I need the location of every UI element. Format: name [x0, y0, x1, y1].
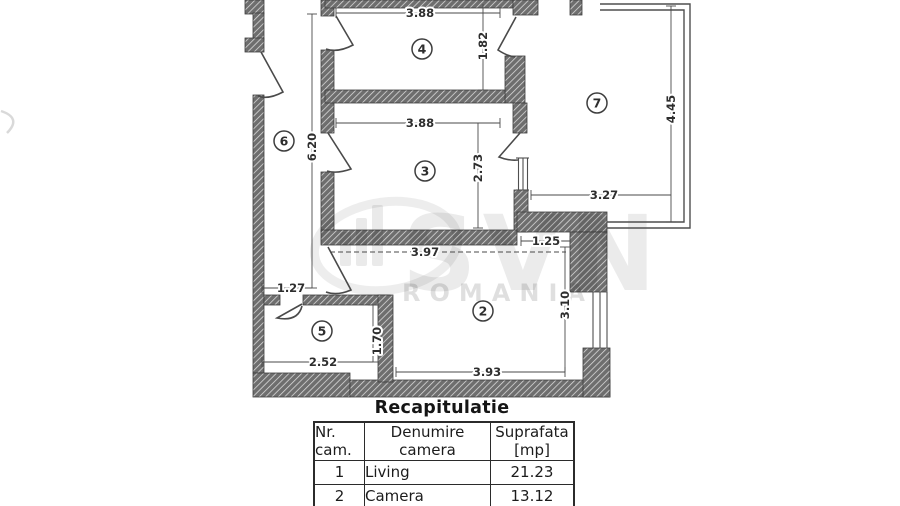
svg-text:5: 5 — [318, 324, 327, 339]
scan-artifact-mark — [0, 109, 15, 134]
doors-layer — [257, 15, 521, 320]
svg-text:2: 2 — [479, 304, 488, 319]
dim-hall-width: 1.27 — [277, 281, 305, 295]
row2-area: 13.12 — [490, 483, 575, 506]
recap-section: Recapitulatie Nr. cam. Denumire camera S… — [313, 398, 575, 506]
dim-room2-width: 3.93 — [473, 365, 501, 379]
room-label-7: 7 — [586, 92, 608, 114]
row2-name: Camera — [364, 483, 491, 506]
watermark-brand-text: SVN — [402, 193, 662, 315]
room-label-6: 6 — [273, 130, 295, 152]
svn-logo-icon — [309, 196, 463, 296]
table-row: 1 Living 21.23 — [313, 459, 575, 485]
dimline-wall-offset — [520, 236, 571, 246]
dim-balcony-height: 4.45 — [664, 95, 678, 123]
svg-text:4: 4 — [418, 42, 427, 57]
row1-name: Living — [364, 459, 491, 485]
svg-text:6: 6 — [280, 134, 289, 149]
window-room3 — [516, 157, 529, 191]
dim-room4-height: 1.82 — [476, 32, 490, 60]
recap-table: Nr. cam. Denumire camera Suprafata [mp] … — [313, 421, 575, 506]
recap-title: Recapitulatie — [374, 398, 510, 418]
dim-balcony-width: 3.27 — [590, 188, 618, 202]
row2-nr: 2 — [313, 483, 365, 506]
window-room2 — [592, 292, 608, 348]
room-label-5: 5 — [311, 320, 333, 342]
dimline-room2-width — [395, 367, 566, 377]
recap-col-suprafata: Suprafata [mp] — [490, 421, 575, 461]
dim-room2-top-width: 3.97 — [411, 245, 439, 259]
floorplan-drawing: SVN ROMANIA — [0, 0, 691, 398]
dimline-room3-width — [335, 118, 501, 128]
table-row: 2 Camera 13.12 — [313, 483, 575, 506]
dimline-balcony-height — [666, 5, 676, 223]
room-label-2: 2 — [472, 300, 494, 322]
dim-room4-width: 3.88 — [406, 6, 434, 20]
dimension-lines — [261, 4, 676, 377]
dimline-balcony-width — [530, 190, 671, 200]
dim-room3-width: 3.88 — [406, 116, 434, 130]
dimline-room5-width — [261, 357, 373, 367]
dim-room2-height: 3.10 — [558, 291, 572, 319]
watermark-country-text: ROMANIA — [402, 279, 594, 307]
recap-col-nr: Nr. cam. — [313, 421, 365, 461]
svg-text:3: 3 — [421, 164, 430, 179]
room-label-3: 3 — [414, 160, 436, 182]
dimline-room3-height — [473, 123, 483, 229]
balcony-outline — [600, 3, 691, 229]
dimline-room2-height — [560, 246, 570, 372]
svg-text:7: 7 — [593, 96, 602, 111]
dimline-room4-height — [478, 4, 488, 91]
walls-layer — [244, 0, 611, 398]
room-label-4: 4 — [411, 38, 433, 60]
dim-room5-height: 1.70 — [370, 327, 384, 355]
row1-nr: 1 — [313, 459, 365, 485]
recap-header-row: Nr. cam. Denumire camera Suprafata [mp] — [313, 421, 575, 461]
room-labels: 4 3 2 5 6 7 — [273, 38, 608, 342]
dimline-room4-width — [335, 8, 501, 18]
recap-col-denumire: Denumire camera — [364, 421, 491, 461]
dim-room5-width: 2.52 — [309, 355, 337, 369]
dimline-hall-width — [261, 283, 312, 293]
dimension-labels: 3.88 1.82 3.88 2.73 6.20 4.45 3.27 1.25 … — [275, 4, 680, 381]
dim-room3-height: 2.73 — [471, 154, 485, 182]
dim-wall-offset: 1.25 — [532, 234, 560, 248]
watermark: SVN ROMANIA — [309, 193, 662, 315]
row1-area: 21.23 — [490, 459, 575, 485]
dim-hall-height: 6.20 — [305, 133, 319, 161]
